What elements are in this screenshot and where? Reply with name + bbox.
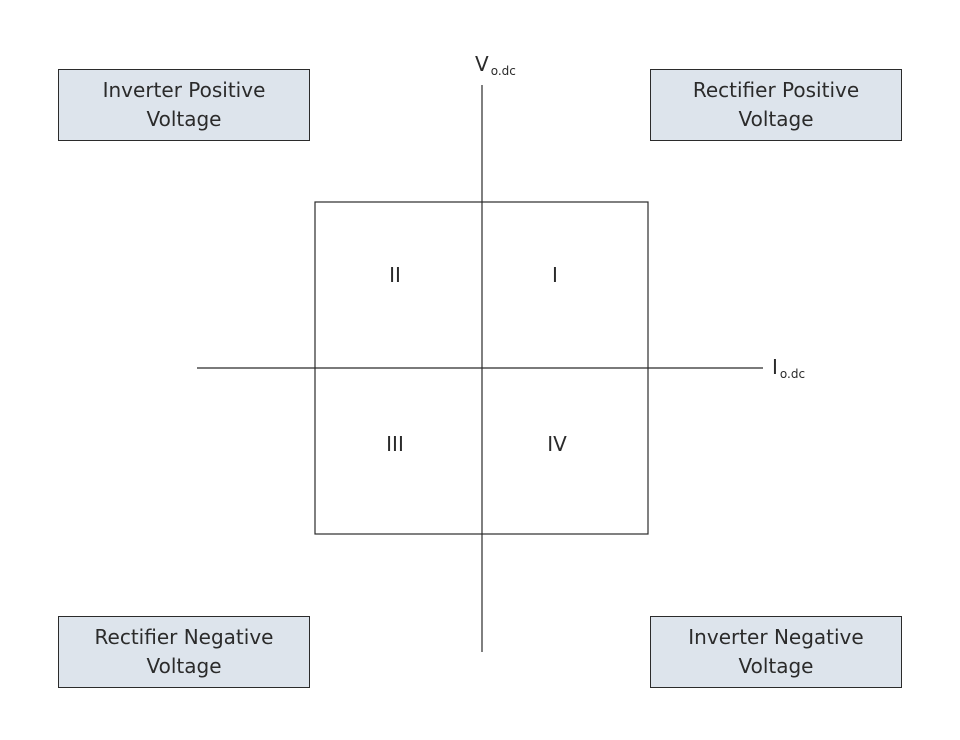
box-label-line1: Inverter Positive (102, 78, 266, 102)
current-axis-subscript: o.dc (779, 367, 806, 381)
quadrant-numeral-4: IV (547, 432, 567, 456)
inverter-negative-voltage-box: Inverter Negative Voltage (650, 616, 902, 688)
operating-region-square (314, 201, 649, 535)
quadrant-numeral-1: I (552, 263, 558, 287)
box-label-line1: Inverter Negative (688, 625, 864, 649)
current-axis-symbol: I (772, 355, 778, 379)
box-label-line1: Rectifier Negative (94, 625, 274, 649)
rectifier-negative-voltage-box: Rectifier Negative Voltage (58, 616, 310, 688)
quadrant-numeral-3: III (386, 432, 404, 456)
box-label-line2: Voltage (146, 107, 222, 131)
inverter-positive-voltage-box: Inverter Positive Voltage (58, 69, 310, 141)
box-label-line2: Voltage (738, 654, 814, 678)
rectifier-positive-voltage-box: Rectifier Positive Voltage (650, 69, 902, 141)
box-label-line2: Voltage (738, 107, 814, 131)
box-label-line2: Voltage (146, 654, 222, 678)
voltage-axis-subscript: o.dc (490, 64, 516, 78)
voltage-axis-symbol: V (475, 52, 489, 76)
quadrant-numeral-2: II (389, 263, 401, 287)
box-label-line1: Rectifier Positive (692, 78, 860, 102)
